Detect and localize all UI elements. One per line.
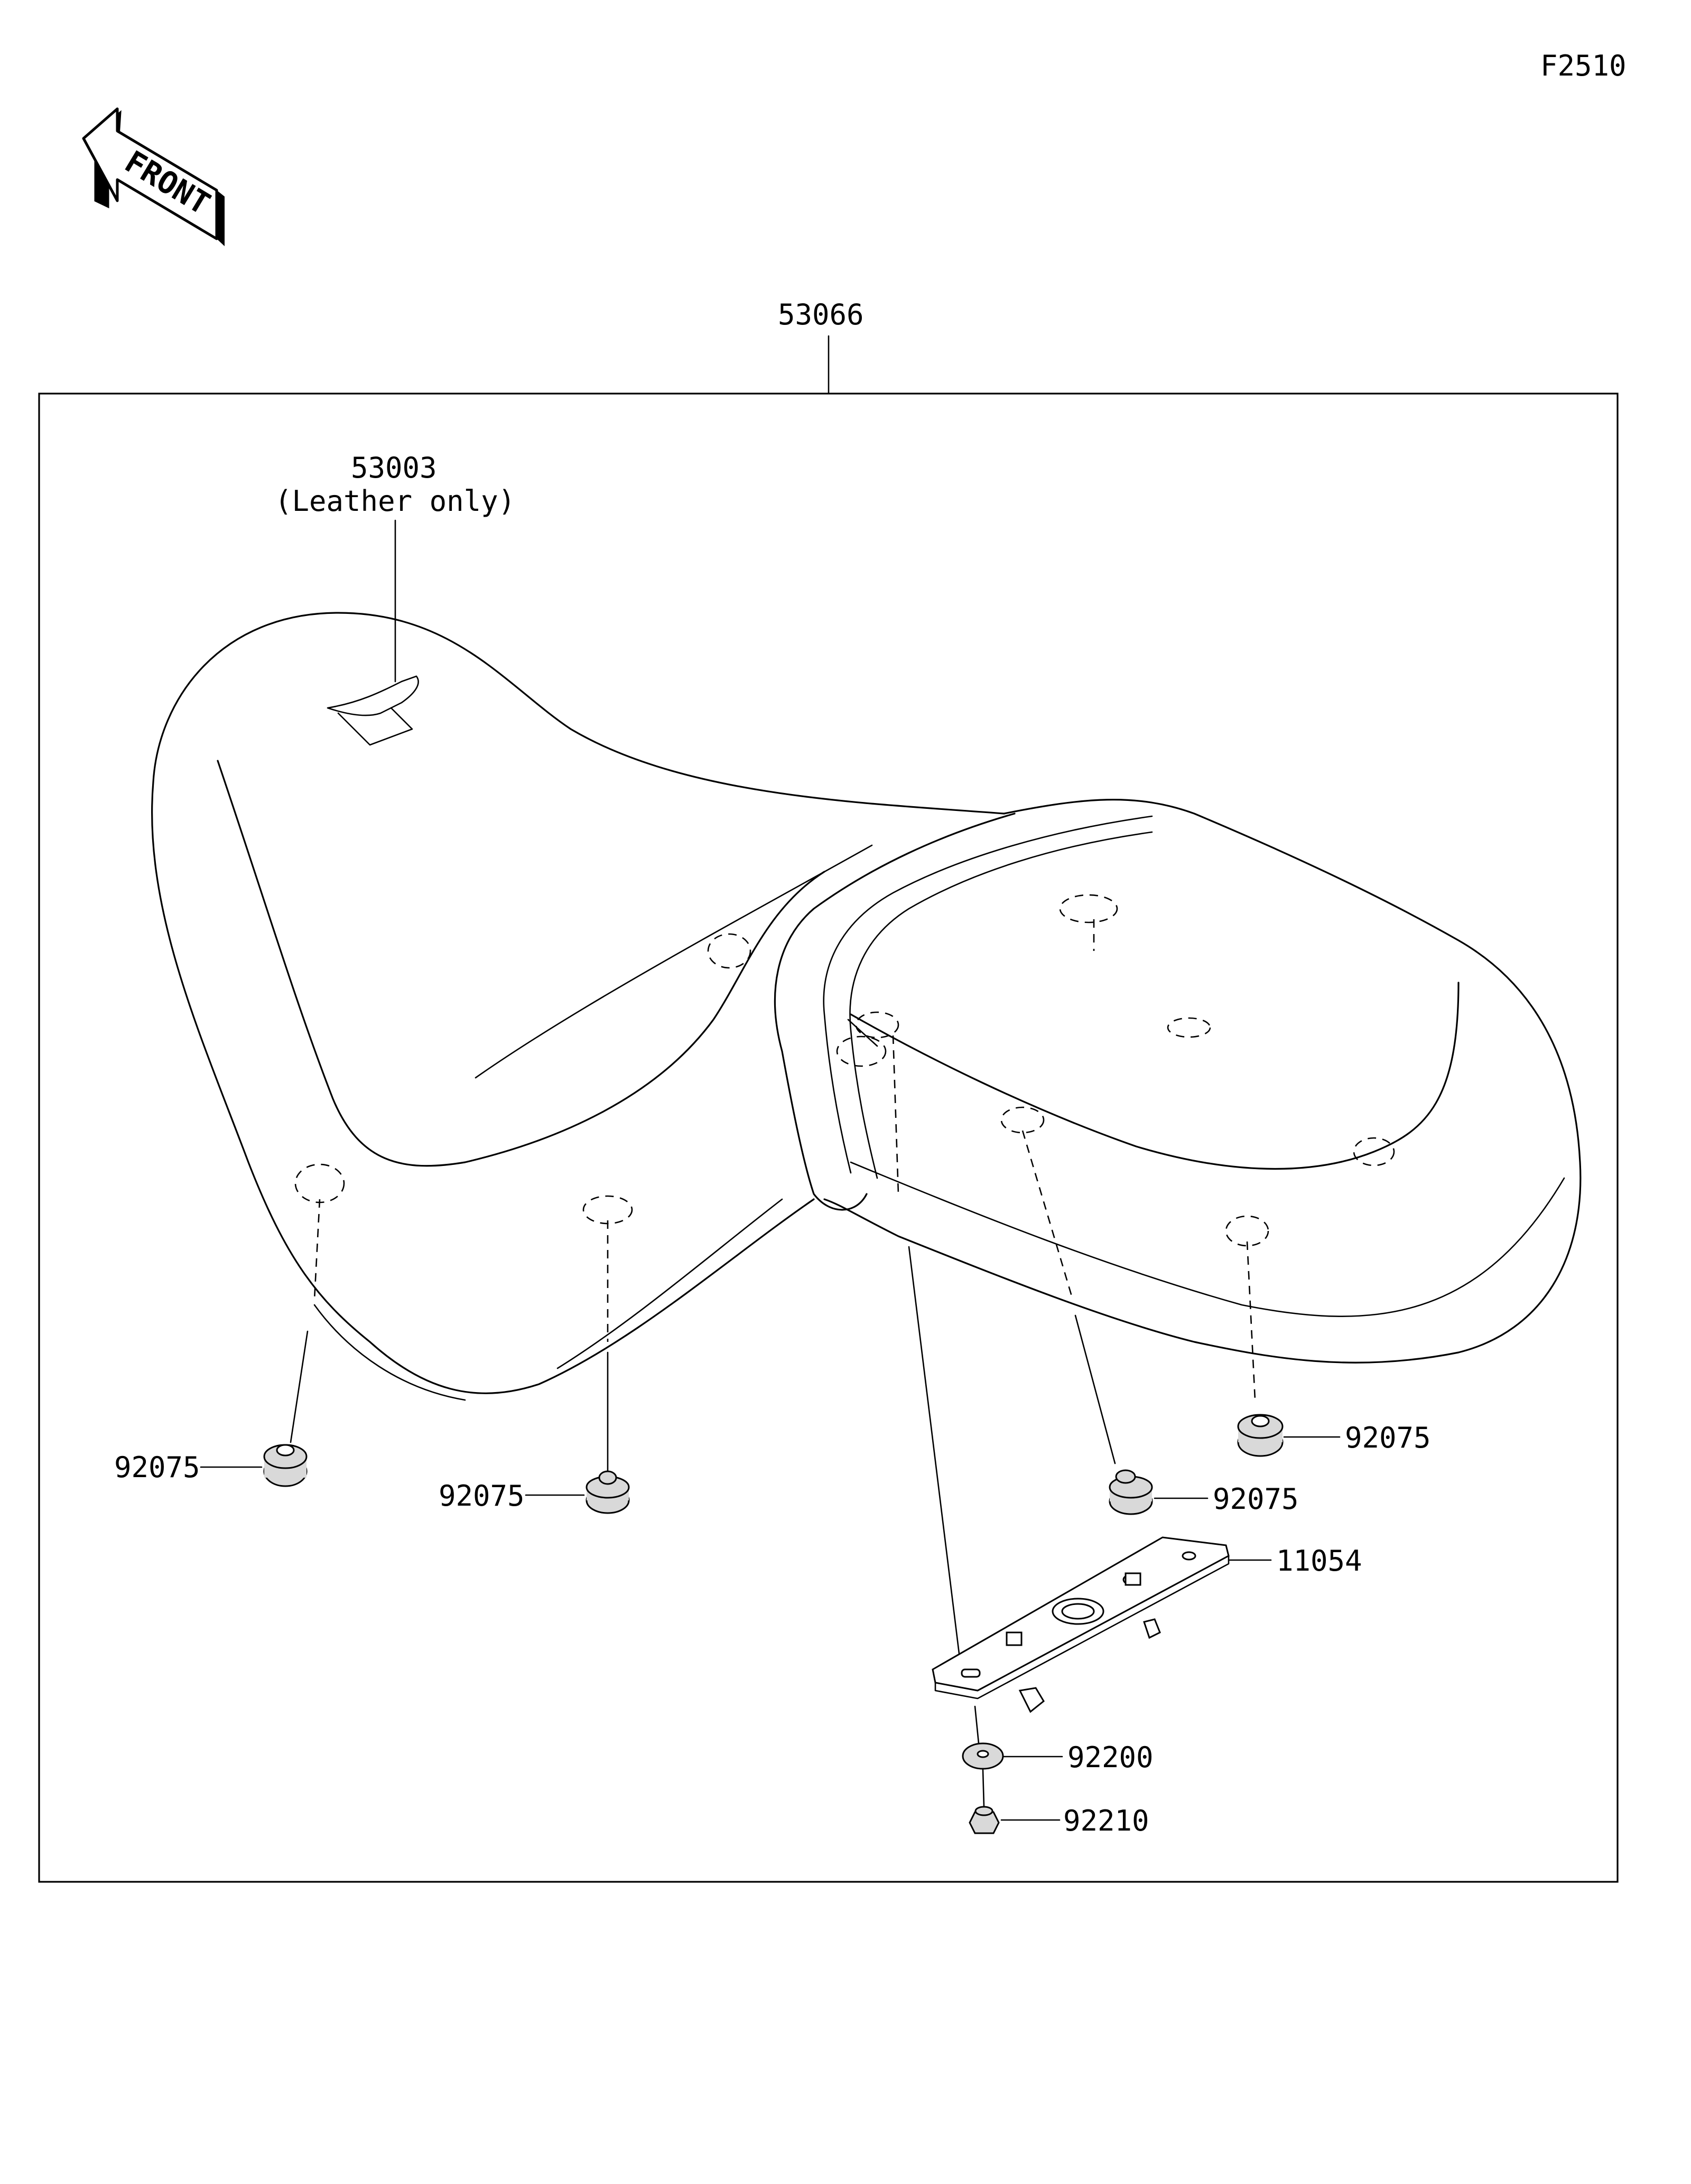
damper-92075-left	[263, 1444, 308, 1487]
washer-92200	[962, 1742, 1004, 1770]
damper-92075-center	[586, 1470, 630, 1514]
seat-drawing	[151, 612, 1582, 1401]
damper-center-part-number: 92075	[439, 1479, 525, 1513]
emblem-note: (Leather only)	[275, 484, 515, 518]
damper-left-part-number: 92075	[114, 1451, 200, 1484]
assembly-frame	[38, 393, 1619, 1883]
nut-92210	[969, 1806, 1000, 1834]
assembly-part-number: 53066	[778, 298, 864, 331]
damper-92075-right-upper	[1237, 1414, 1284, 1457]
damper-92075-right-lower	[1109, 1469, 1153, 1515]
mount-leaders	[290, 1035, 1256, 1655]
nut-part-number: 92210	[1063, 1804, 1149, 1837]
nut-leader-vertical	[982, 1769, 985, 1808]
damper-right-lower-part-number: 92075	[1213, 1482, 1299, 1516]
washer-leader-vertical	[974, 1705, 980, 1744]
damper-right-upper-part-number: 92075	[1345, 1421, 1431, 1454]
figure-code: F2510	[1540, 49, 1627, 82]
washer-part-number: 92200	[1067, 1741, 1154, 1774]
bracket-part-number: 11054	[1276, 1544, 1362, 1578]
emblem-part-number: 53003	[351, 451, 437, 484]
bracket-11054	[932, 1536, 1230, 1713]
front-direction-arrow-icon: FRONT	[82, 107, 225, 246]
